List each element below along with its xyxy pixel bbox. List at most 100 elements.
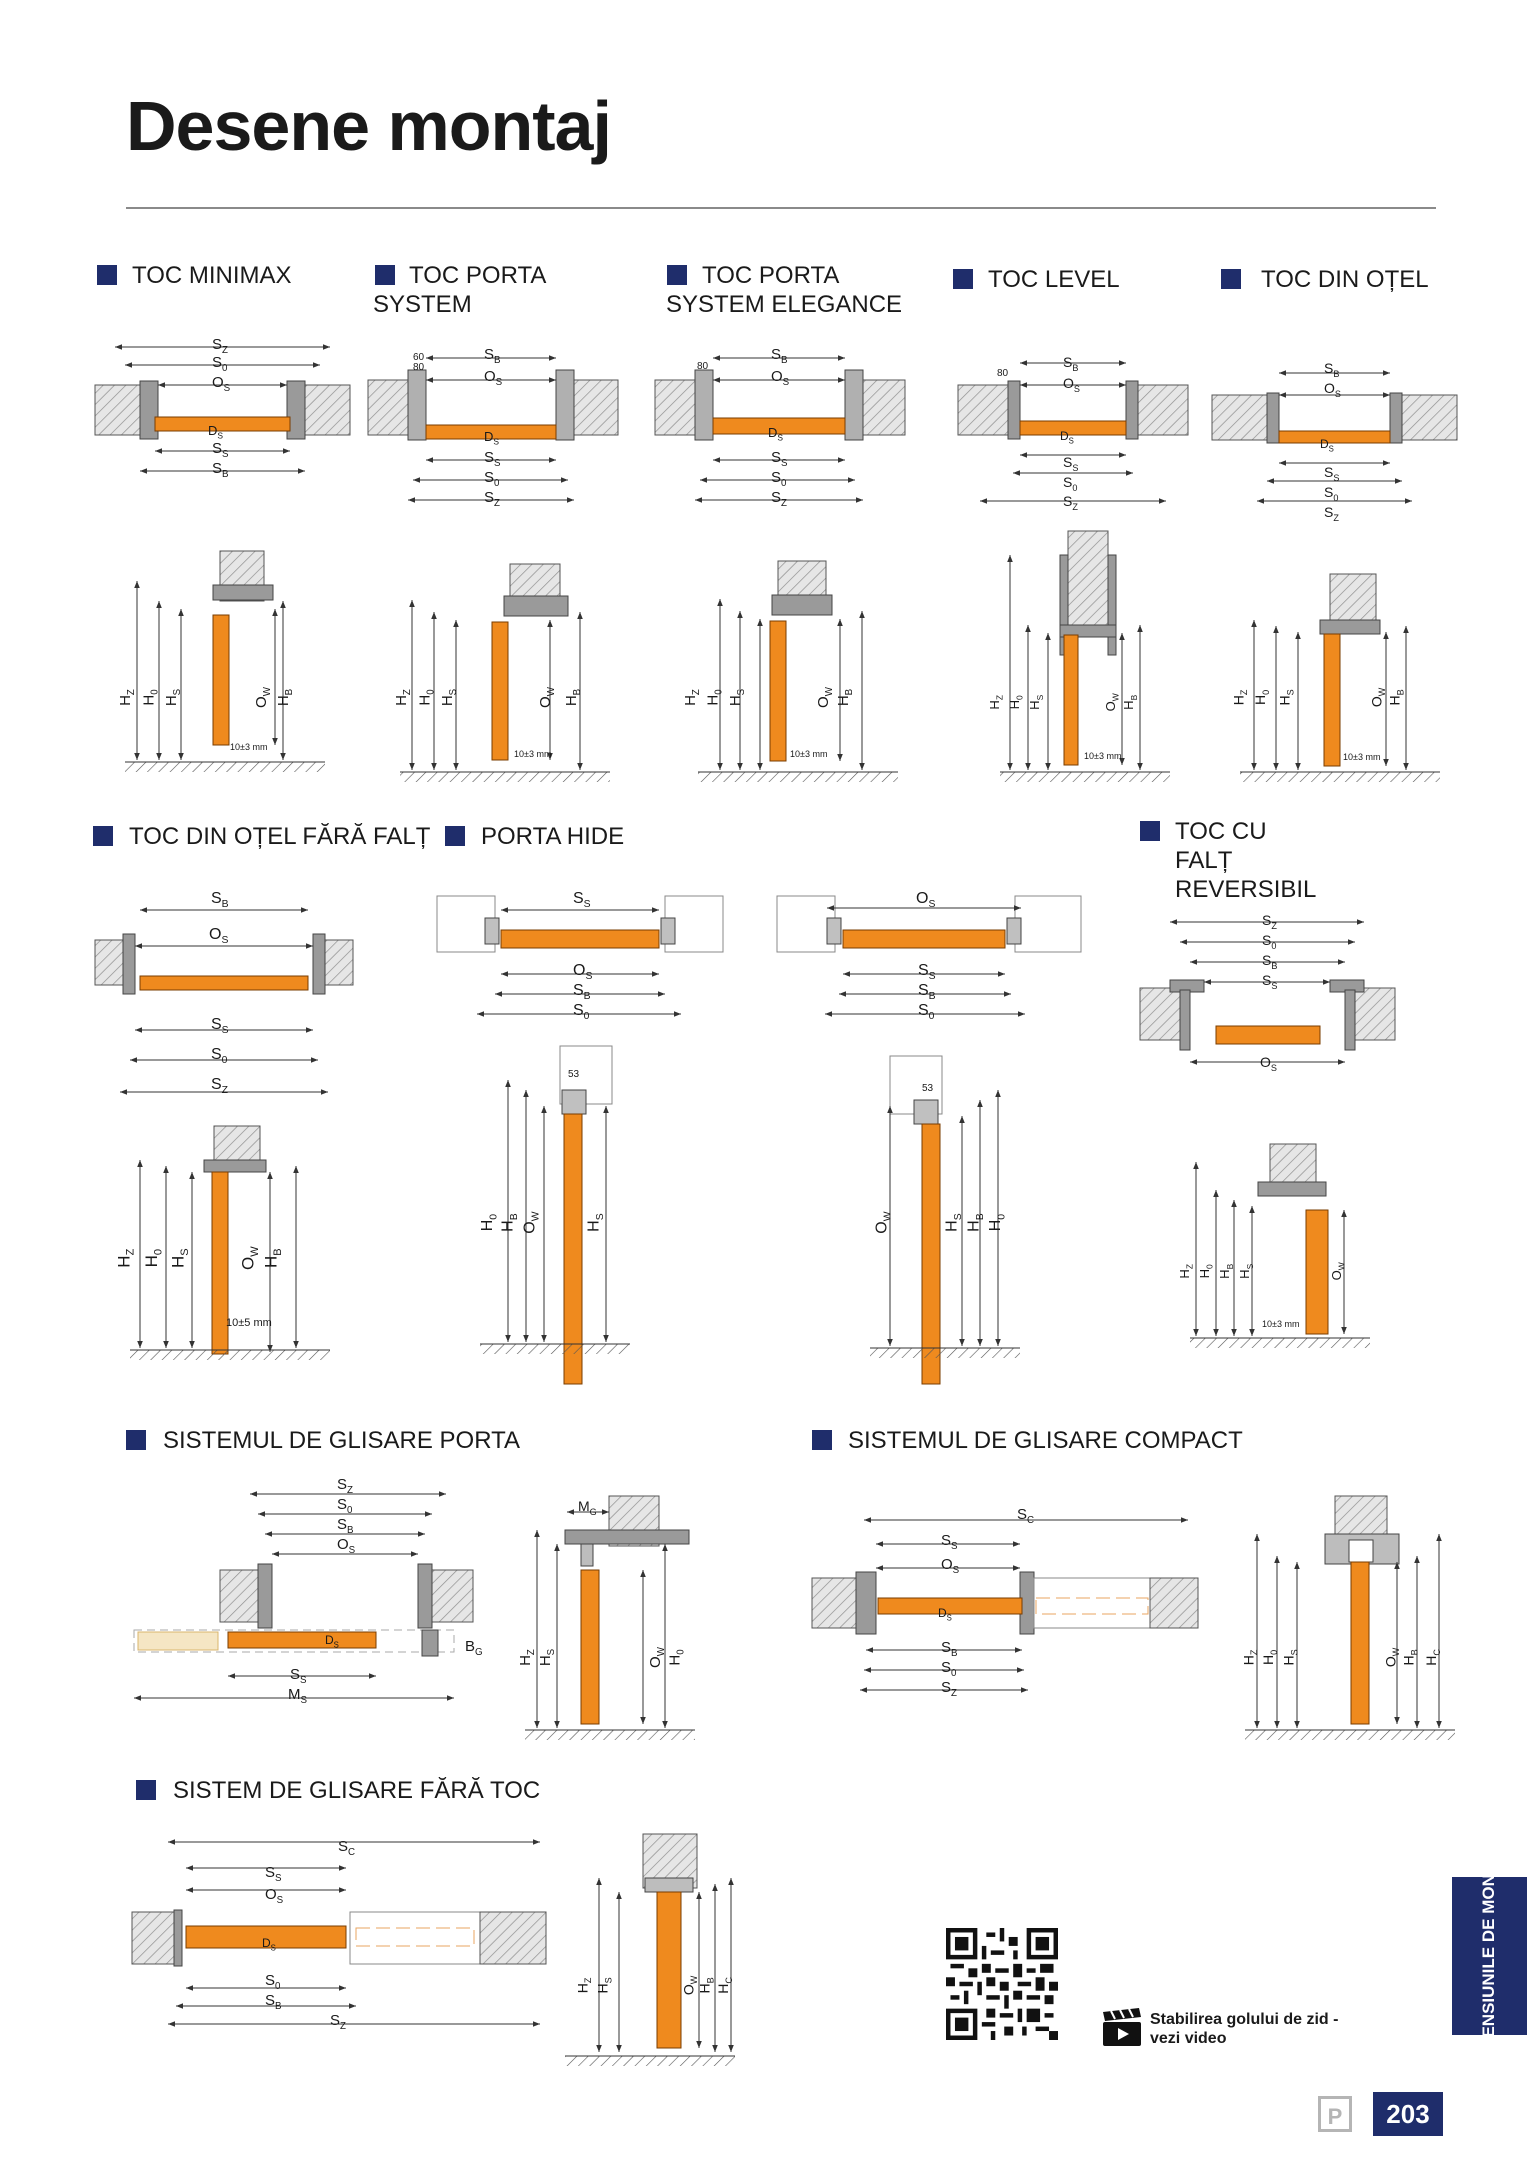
title-divider [126, 207, 1436, 209]
page-title: Desene montaj [126, 87, 612, 165]
dim-label: SZ [212, 336, 228, 356]
dim-label: 53 [568, 1069, 580, 1080]
video-clapper-icon[interactable] [1101, 2008, 1143, 2048]
dim-label: SS [918, 962, 936, 983]
dim-label: DS [938, 1606, 952, 1623]
dim-label: SZ [1262, 912, 1277, 931]
dim-label: SS [484, 449, 501, 469]
cu-falt-reversibil-plan-drawing [1139, 919, 1396, 1065]
level-plan-drawing [957, 360, 1189, 504]
dim-label: MG [578, 1498, 597, 1517]
section-marker [136, 1780, 156, 1800]
section-title-porta-system: TOC PORTA SYSTEM [373, 262, 546, 318]
dim-label: SB [212, 460, 229, 480]
dim-label: DS [1320, 437, 1334, 454]
dim-label: HC [1422, 1649, 1442, 1666]
section-title-porta-system-elegance: TOC PORTA SYSTEM ELEGANCE [666, 262, 903, 318]
dim-label: OS [265, 1886, 284, 1906]
dim-label: S0 [212, 354, 228, 374]
dim-label: MS [288, 1686, 308, 1706]
dim-label: S0 [573, 1002, 590, 1023]
dim-label: DS [1060, 429, 1074, 446]
dim-label: DS [208, 423, 224, 441]
dim-label: HS [168, 1248, 192, 1269]
minimax-section-drawing [125, 550, 325, 772]
dim-label: S0 [771, 469, 787, 489]
page-number: 203 [1373, 2092, 1443, 2136]
dim-label: 80 [997, 368, 1009, 379]
dim-label: S0 [1262, 932, 1277, 951]
dim-label: HS [727, 688, 748, 707]
dim-label: SC [1017, 1506, 1035, 1526]
video-link[interactable]: Stabilirea golului de zid - vezi video [1150, 2011, 1339, 2047]
section-marker [375, 265, 395, 285]
dim-label: HB [1386, 689, 1406, 706]
dim-label: OS [573, 962, 593, 983]
brand-logo: P [1318, 2096, 1352, 2132]
dim-label: OS [484, 368, 503, 388]
dim-label: HB [1121, 694, 1139, 710]
dim-label: SS [1063, 454, 1079, 473]
dim-label: S0 [1324, 484, 1339, 503]
porta-system-elegance-plan-drawing [654, 355, 906, 503]
glisare-porta-plan-drawing [133, 1491, 474, 1701]
dim-label: SZ [941, 1679, 957, 1699]
dim-label: OS [209, 926, 229, 947]
porta-hide-plan-drawing-b [776, 895, 1082, 1017]
dim-label: HS [439, 688, 460, 707]
dim-label: SS [212, 440, 229, 460]
dim-label: HS [1276, 689, 1296, 706]
section-marker [445, 826, 465, 846]
otel-fara-falt-plan-drawing [94, 907, 354, 1095]
glisare-compact-section-drawing [1245, 1495, 1455, 1740]
dim-label: OS [337, 1536, 356, 1556]
dim-label: 80 [413, 362, 425, 373]
dim-label: SS [1262, 972, 1278, 991]
dim-label: HS [594, 1977, 614, 1994]
cu-falt-reversibil-section-drawing [1190, 1143, 1370, 1348]
dim-label: OW [873, 1211, 894, 1234]
dim-label: OS [1260, 1054, 1277, 1073]
dim-label: BG [465, 1638, 483, 1658]
qr-code[interactable] [946, 1928, 1058, 2040]
dim-label: SS [290, 1666, 307, 1686]
dim-label: HS [537, 1648, 558, 1667]
dim-label: S0 [918, 1002, 935, 1023]
dim-label: SZ [484, 489, 500, 509]
section-title-glisare-porta: SISTEMUL DE GLISARE PORTA [163, 1427, 520, 1454]
dim-label: DS [262, 1936, 276, 1953]
dim-label: 10±3 mm [790, 749, 828, 759]
porta-hide-section-drawing-b [870, 1055, 1020, 1385]
dim-label: 60 [413, 352, 425, 363]
dim-label: S0 [211, 1046, 228, 1067]
dim-label: 10±5 mm [226, 1317, 272, 1329]
side-tab[interactable]: DIMENSIUNILE DE MONTAJ [1452, 1843, 1527, 2069]
dim-label: S0 [337, 1496, 353, 1516]
section-title-cu-falt-reversibil: TOC CU FALȚ REVERSIBIL [1175, 818, 1317, 903]
dim-label: H0 [666, 1649, 687, 1666]
glisare-fara-toc-section-drawing [565, 1833, 735, 2066]
dim-label: SS [265, 1864, 282, 1884]
dim-label: HB [835, 688, 856, 707]
dim-label: OS [941, 1556, 960, 1576]
dim-label: HS [163, 688, 184, 707]
minimax-plan-drawing [94, 344, 351, 474]
dim-label: SS [211, 1016, 229, 1037]
porta-hide-plan-drawing-a [436, 895, 724, 1017]
glisare-compact-plan-drawing [811, 1517, 1199, 1693]
dim-label: 10±3 mm [1084, 751, 1122, 761]
dim-label: SB [1063, 354, 1079, 373]
section-title-din-otel: TOC DIN OȚEL [1261, 266, 1429, 293]
dim-label: HC [714, 1977, 734, 1994]
dim-label: SB [1262, 952, 1278, 971]
porta-system-plan-drawing [367, 355, 619, 503]
dim-label: SC [338, 1838, 356, 1858]
dim-label: OW [1328, 1262, 1347, 1281]
porta-system-section-drawing [400, 563, 610, 782]
otel-fara-falt-section-drawing [130, 1125, 330, 1360]
dim-label: 53 [922, 1083, 934, 1094]
dim-label: SS [573, 890, 591, 911]
dim-label: 80 [697, 361, 709, 372]
dim-label: S0 [941, 1659, 957, 1679]
dim-label: DS [484, 429, 500, 447]
